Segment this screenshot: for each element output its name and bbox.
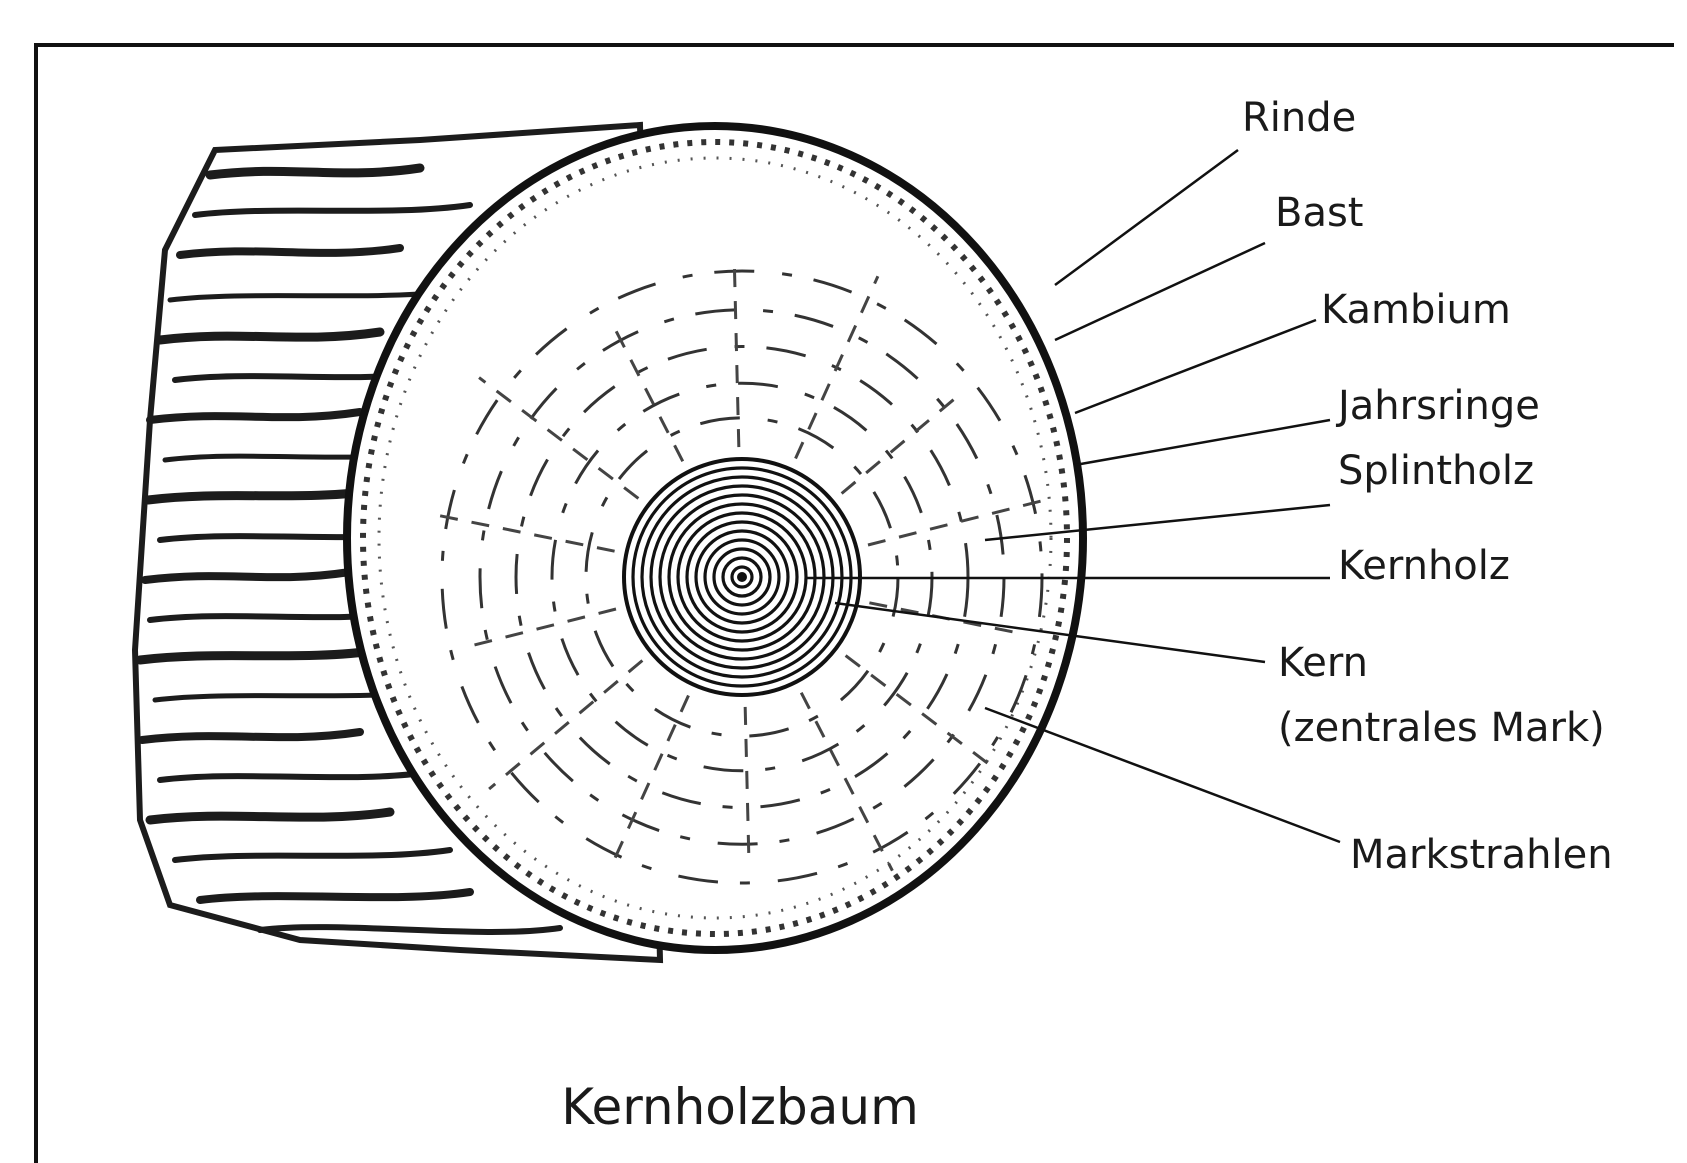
bark-stroke [210,168,420,175]
label-bast: Bast [1275,193,1363,233]
bark-stroke [145,572,350,580]
leader-bast [1055,243,1265,340]
label-jahrsringe: Jahrsringe [1338,386,1540,426]
label-markstrahlen: Markstrahlen [1350,835,1613,875]
kern-pith [737,572,747,582]
bark-stroke [180,248,400,255]
cross-section [347,126,1083,950]
bark-stroke [150,812,390,820]
leader-rinde [1055,150,1238,285]
bark-stroke [150,412,360,420]
leader-jahrsringe [1075,420,1330,465]
figure-caption: Kernholzbaum [0,1082,1480,1132]
leader-kambium [1075,320,1316,413]
bark-stroke [160,332,380,340]
label-rinde: Rinde [1242,98,1356,138]
label-kern-subtitle: (zentrales Mark) [1278,708,1605,748]
label-kern: Kern [1278,643,1368,683]
label-splintholz: Splintholz [1338,451,1534,491]
label-kambium: Kambium [1321,290,1511,330]
label-kernholz: Kernholz [1338,546,1510,586]
bark-stroke [142,732,360,740]
bark-stroke [200,892,470,900]
